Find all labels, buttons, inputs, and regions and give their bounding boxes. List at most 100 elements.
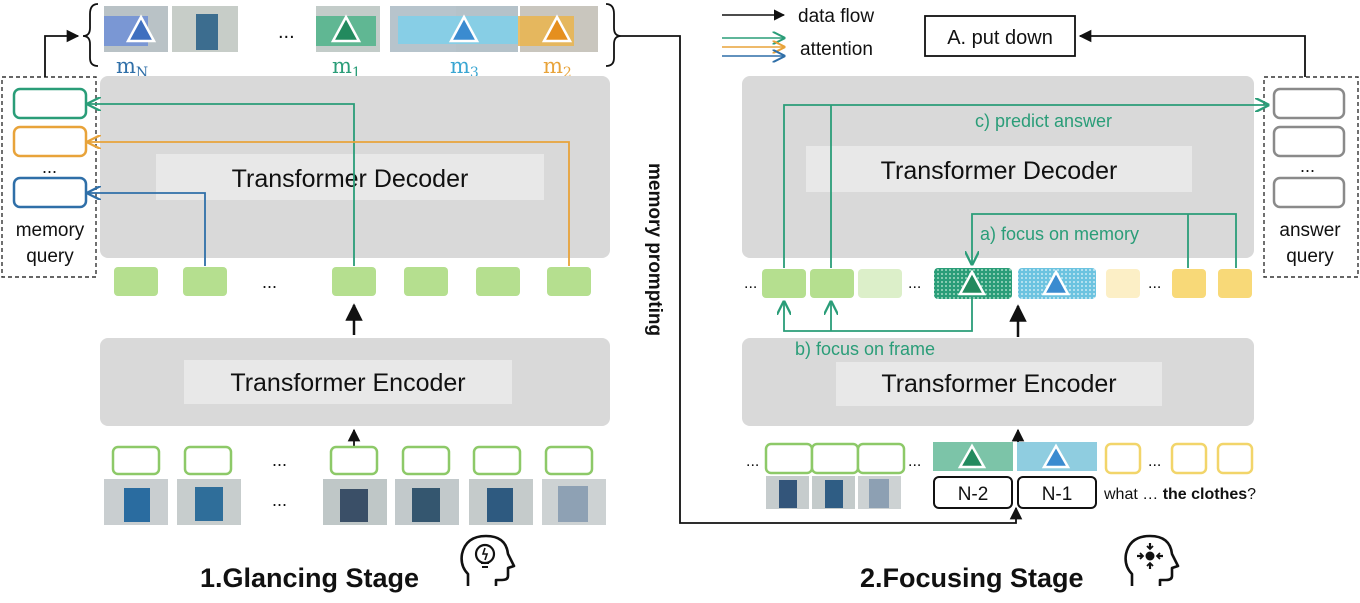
focus-memory-line [972,213,1237,268]
video-frame-person [124,488,150,522]
attention-green-line [88,104,355,266]
memory-label-2: m2 [543,54,572,81]
glancing-token [476,267,520,296]
memory-triangle-1-icon [330,14,362,43]
answer-query-slot [1272,125,1346,158]
memory-prompting-link: memory prompting [621,35,1023,524]
predict-answer-label: c) predict answer [975,111,1112,131]
focusing-token [810,269,854,298]
focusing-input-ellipsis-right: ... [1148,453,1161,470]
head-lightbulb-icon [460,534,516,586]
focus-frame-label: b) focus on frame [795,339,935,359]
focusing-question-input-token [1216,442,1254,475]
focusing-memory-triangle-blue-icon [1041,269,1071,296]
glancing-token [114,267,158,296]
answer-query-slot [1272,87,1346,120]
glancing-token [404,267,448,296]
glancing-video-frames: ... [104,479,606,525]
memory-brace-right [605,3,622,67]
focusing-token-light [858,269,902,298]
glancing-token [332,267,376,296]
focusing-encoder-label: Transformer Encoder [881,370,1116,398]
memory-prompting-label: memory prompting [644,163,665,336]
focusing-question-token [1218,269,1252,298]
memory-ellipsis: ... [278,21,295,43]
memory-prompting-arrow [621,35,1023,524]
memory-triangle-2-icon [541,14,573,43]
focus-frame-line [784,299,973,332]
glancing-token-ellipsis: ... [262,272,277,292]
legend: data flow attention [722,6,874,60]
focusing-question-input-token [1170,442,1208,475]
glancing-input-ellipsis: ... [272,450,287,470]
memory-query-slot-blue [12,176,88,209]
memory-label-3: m3 [450,54,479,81]
query-to-memory-arrow [44,29,80,77]
memory-slot-n-2 [933,476,1013,509]
memory-triangle-3-icon [448,14,480,43]
glancing-encoder-label: Transformer Encoder [230,369,465,397]
legend-attention-label: attention [800,39,873,60]
answer-query-to-answer-arrow [1078,29,1306,77]
memory-strip: ... mN m1 m3 m2 [82,3,622,81]
legend-data-flow-label: data flow [798,6,874,27]
focusing-token [762,269,806,298]
video-frame-person [487,488,513,522]
answer-query-label-1: answer [1279,220,1341,241]
glancing-token [183,267,227,296]
video-frame-ellipsis: ... [272,490,287,510]
focusing-input-token [856,442,906,475]
memory-frame-n2-person [196,14,218,50]
memory-label-1: m1 [332,54,361,81]
head-focus-icon [1124,534,1180,586]
memory-query-slot-green [12,87,88,120]
memory-query-slot-orange [12,125,88,158]
focusing-input-token [764,442,814,475]
focus-memory-label: a) focus on memory [980,224,1139,244]
focusing-input-ellipsis-mid: ... [908,453,921,470]
attention-blue-line [88,193,206,266]
glancing-input-token [472,445,522,476]
answer-query-label-2: query [1286,246,1334,267]
video-frame-person [412,488,440,522]
memory-query-label-1: memory [16,220,85,241]
answer-text: A. put down [947,27,1053,49]
glancing-encoder-label-box [184,360,512,404]
glancing-input-token [183,445,233,476]
focusing-question-token-light [1106,269,1140,298]
focusing-token-ellipsis-right: ... [1148,275,1161,292]
focusing-token-ellipsis-mid: ... [908,275,921,292]
memory-brace-left [82,3,99,67]
video-frame-person [558,486,588,522]
memory-triangle-n-icon [125,14,157,43]
attention-orange-line [88,142,570,266]
glancing-input-token [329,445,379,476]
video-frame-person [195,487,223,521]
focusing-token-ellipsis-left: ... [744,275,757,292]
focusing-input-token [810,442,860,475]
focusing-input-ellipsis-left: ... [746,453,759,470]
focusing-decoder-label: Transformer Decoder [881,157,1118,185]
focusing-video-frame-person [825,480,843,508]
focusing-stage-title: 2.Focusing Stage [860,563,1084,593]
focusing-input-triangle-green-icon [957,443,987,469]
glancing-token [547,267,591,296]
glancing-input-token [401,445,451,476]
focusing-memory-triangle-green-icon [957,269,987,296]
focusing-video-frame-person [869,479,889,508]
focusing-encoder-label-box [836,362,1162,406]
question-text: what … the clothes? [1103,486,1256,503]
glancing-stage: ... mN m1 m3 m2 Transformer Decoder ... [1,3,622,593]
memory-slot-n-2-label: N-2 [958,484,989,505]
memory-query-label-2: query [26,246,74,267]
focusing-question-token [1172,269,1206,298]
memory-slot-n-1 [1017,476,1097,509]
video-frame-person [340,489,368,522]
answer-box [924,15,1076,57]
glancing-stage-title: 1.Glancing Stage [200,563,419,593]
focusing-stage: A. put down Transformer Decoder ... answ… [742,15,1359,593]
focusing-question-input-token [1104,442,1142,475]
focusing-decoder-label-box [806,146,1192,192]
glancing-decoder-label: Transformer Decoder [232,165,469,193]
memory-slot-n-1-label: N-1 [1042,484,1073,505]
